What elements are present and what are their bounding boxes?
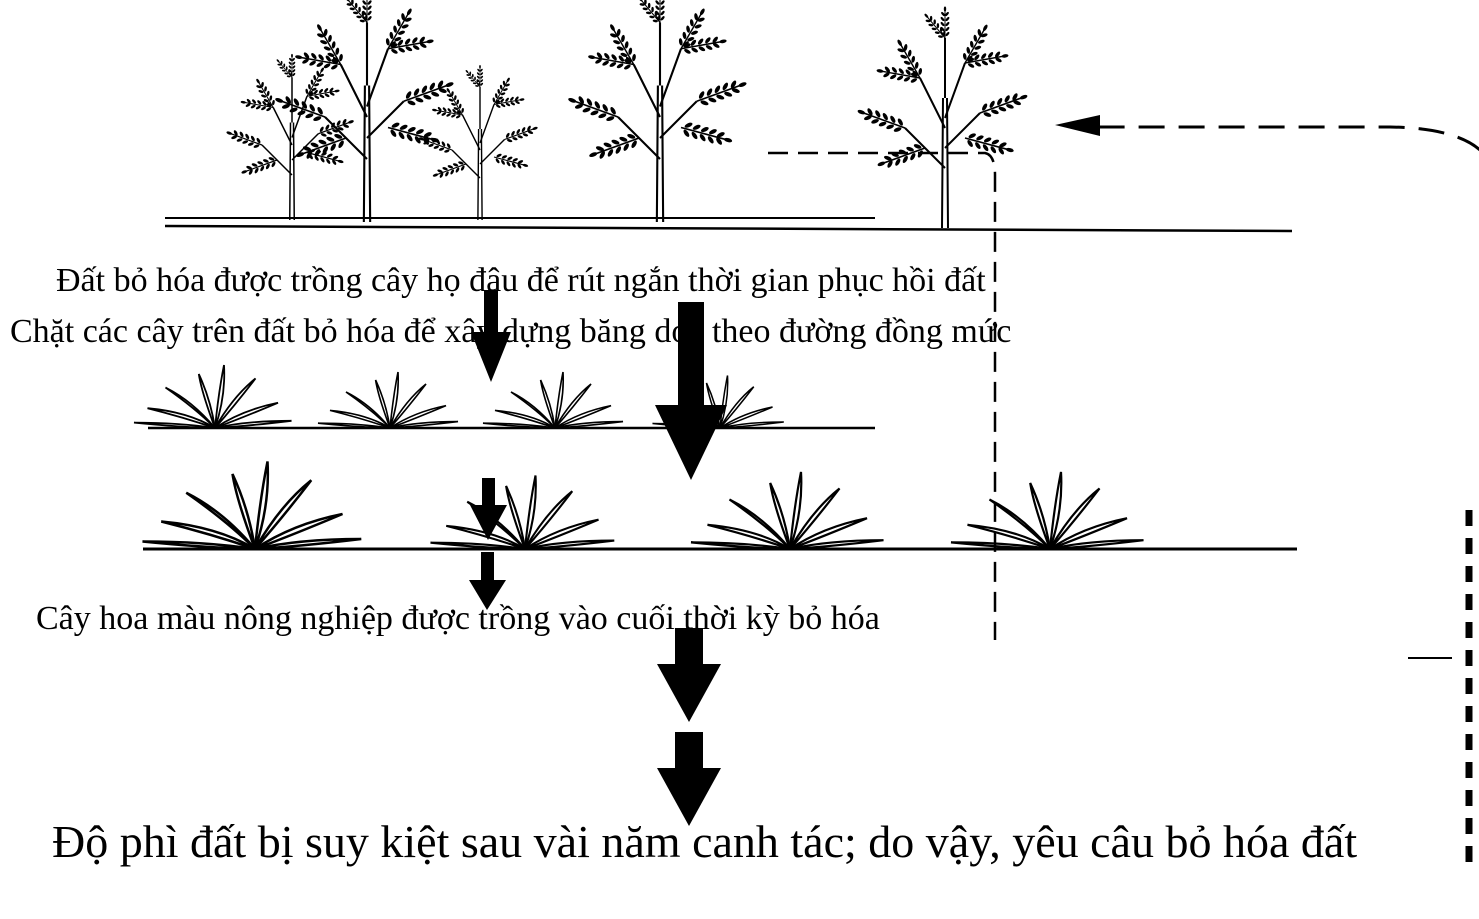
legume-tree xyxy=(855,7,1030,229)
crop-tuft xyxy=(318,372,458,428)
caption-cut-trees-contour: Chặt các cây trên đất bỏ hóa để xây dựng… xyxy=(10,313,1011,351)
crop-tuft xyxy=(951,472,1144,549)
caption-soil-depleted: Độ phì đất bị suy kiệt sau vài năm canh … xyxy=(52,818,1392,866)
legume-tree xyxy=(417,65,540,220)
crop-bands-scene xyxy=(134,365,1297,549)
flow-arrows xyxy=(469,290,727,826)
cycle-return-path xyxy=(768,115,1479,862)
legume-tree xyxy=(272,0,456,222)
caption-fallow-legumes: Đất bỏ hóa được trồng cây họ đậu để rút … xyxy=(56,262,986,300)
crop-tuft xyxy=(143,462,362,550)
arrow-down-4 xyxy=(657,628,721,722)
crop-tuft xyxy=(691,472,884,549)
crop-tuft xyxy=(431,476,615,550)
crop-tuft xyxy=(483,372,623,428)
fallow-trees-scene xyxy=(165,0,1292,231)
caption-crops-planted: Cây hoa màu nông nghiệp được trồng vào c… xyxy=(36,600,880,638)
crop-tuft xyxy=(134,365,292,428)
legume-tree xyxy=(565,0,749,222)
arrow-down-5 xyxy=(657,732,721,826)
